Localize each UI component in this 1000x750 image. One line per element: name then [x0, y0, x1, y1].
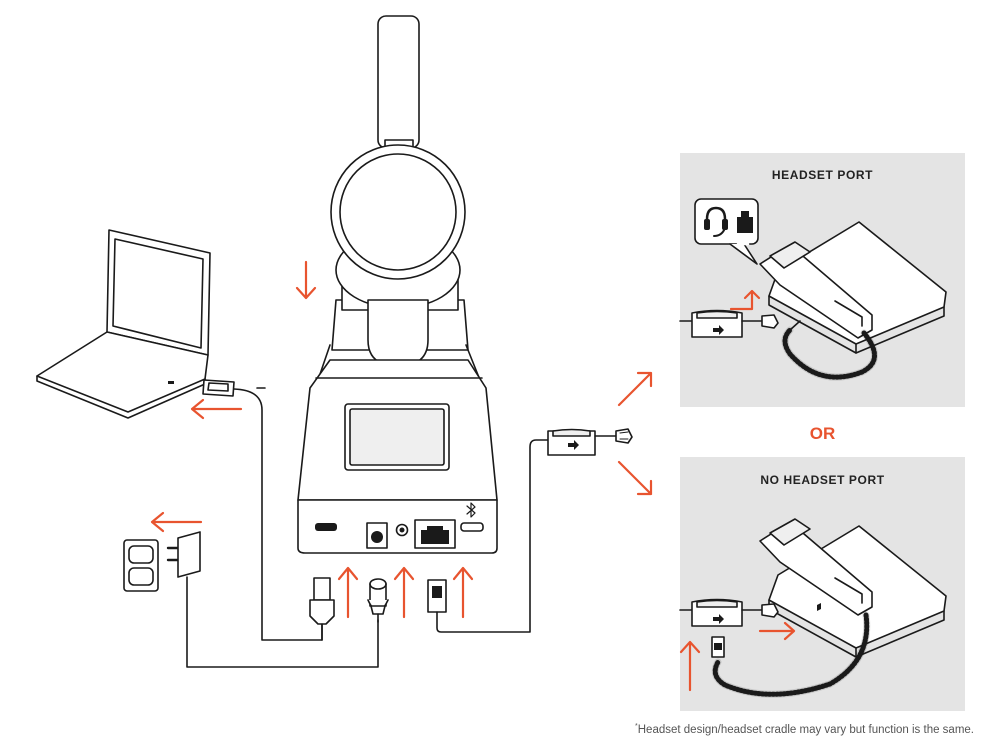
- headset-icon: [704, 206, 728, 237]
- desk-phone-no-port-icon: [711, 518, 947, 698]
- footnote-marker: *: [635, 723, 638, 730]
- headset-base-station: [297, 15, 498, 554]
- connection-arrows: [150, 260, 796, 692]
- arrow-to-laptop: [190, 398, 243, 420]
- headset-port-title: HEADSET PORT: [771, 168, 874, 182]
- usb-plug: [309, 577, 335, 641]
- headset-port-callout: [694, 198, 759, 265]
- or-label: OR: [809, 424, 836, 443]
- footnote-text: Headset design/headset cradle may vary b…: [637, 723, 974, 736]
- interface-cable-bottom: [679, 598, 779, 658]
- arrow-into-headset-port: [729, 289, 761, 311]
- arrow-to-outlet: [150, 511, 203, 533]
- telephone-plug: [427, 439, 549, 633]
- power-plug: [367, 578, 389, 623]
- usb-port: [315, 523, 337, 531]
- desk-phone-icon: [759, 221, 947, 381]
- phone-jack-icon: [737, 211, 753, 233]
- laptop-icon: [36, 229, 211, 419]
- no-headset-port-title: NO HEADSET PORT: [760, 473, 885, 487]
- arrow-power-port: [393, 566, 415, 619]
- bluetooth-icon: [466, 502, 476, 518]
- arrow-to-phone: [758, 621, 796, 641]
- power-outlet-icon: [123, 539, 159, 592]
- arrow-telephone-port: [452, 566, 474, 619]
- footnote: *Headset design/headset cradle may vary …: [635, 723, 974, 736]
- arrow-usb-port: [337, 566, 359, 619]
- usb-connector: [202, 379, 323, 641]
- arrow-dock-headset: [295, 260, 317, 300]
- bluetooth-button: [460, 522, 484, 532]
- arrow-to-no-headset-port-option: [617, 460, 653, 496]
- interface-cable-top: [679, 309, 779, 338]
- ac-adapter-icon: [166, 531, 379, 668]
- interface-cable: [547, 428, 633, 456]
- arrow-into-handset-jack: [679, 640, 701, 692]
- arrow-to-headset-port-option: [617, 371, 653, 407]
